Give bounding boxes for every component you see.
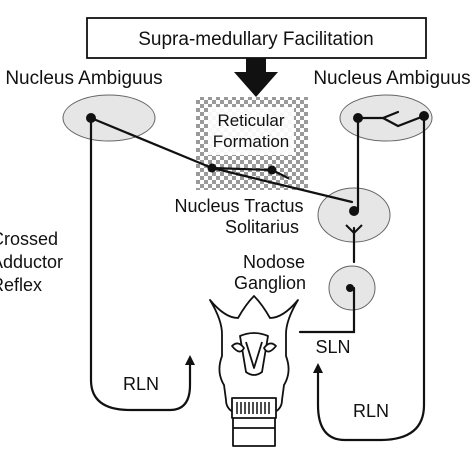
synapse-dots [86,111,429,292]
synapse-right-nucleus-1 [353,113,363,123]
nodose-label-line2: Ganglion [234,273,306,293]
facilitation-down-arrow [234,58,278,97]
nucleus-ambiguus-right-ellipse [339,94,433,142]
facilitation-label: Supra-medullary Facilitation [138,29,374,50]
sln-label: SLN [315,337,350,357]
synapse-nodose [346,284,354,292]
synapse-reticular-1 [207,163,217,173]
nts-label-line1: Nucleus Tractus [174,196,303,216]
larynx-drawing [209,295,299,447]
nts-label-line2: Solitarius [225,217,299,237]
rln-right-loop [313,114,426,442]
synapse-nts [349,206,359,216]
rln-right-label: RLN [353,401,389,421]
synapse-reticular-2 [267,165,277,175]
pathway-nodose-to-sln [298,286,356,334]
rln-left-label: RLN [123,374,159,394]
nucleus-ambiguus-right-label: Nucleus Ambiguus [313,68,470,89]
crossed-reflex-label-line2: Adductor [0,252,63,272]
nts-branch [345,224,363,235]
synapse-left-nucleus [86,113,96,123]
nodose-label-line1: Nodose [243,252,305,272]
crossed-reflex-label-line1: Crossed [0,229,58,249]
reticular-label-line1: Reticular [217,111,284,130]
pathway-right-nucleus-fork [381,114,426,128]
nucleus-ambiguus-left-label: Nucleus Ambiguus [5,68,162,89]
crossed-reflex-label-line3: Reflex [0,275,42,295]
synapse-right-nucleus-2 [419,111,429,121]
reticular-label-line2: Formation [213,132,290,151]
rln-left-loop [89,116,195,412]
facilitation-box: Supra-medullary Facilitation [86,17,427,59]
nucleus-ambiguus-left-ellipse [62,94,156,142]
reticular-formation-box: Reticular Formation [196,97,308,190]
